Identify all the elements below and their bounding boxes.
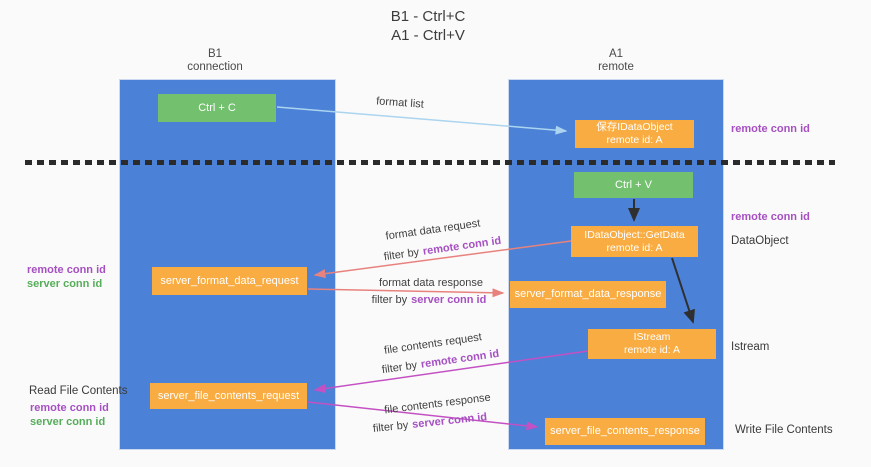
filter-by-text: filter by xyxy=(372,419,409,435)
ctrl-c-label: Ctrl + C xyxy=(198,101,236,114)
ctrl-c-box: Ctrl + C xyxy=(158,94,276,122)
format-request-conn-ids-annotation: remote conn id server conn id xyxy=(27,263,106,291)
ctrl-v-label: Ctrl + V xyxy=(615,178,652,191)
write-file-contents-annotation: Write File Contents xyxy=(735,424,833,436)
save-idataobject-box: 保存IDataObject remote id: A xyxy=(575,120,694,148)
istream-box: IStream remote id: A xyxy=(588,329,716,359)
right-column-header: A1 remote xyxy=(556,48,676,74)
ctrl-v-box: Ctrl + V xyxy=(574,172,693,198)
getdata-line1: IDataObject::GetData xyxy=(584,228,685,241)
remote-conn-id-text: remote conn id xyxy=(422,234,502,258)
format-data-response-arrow xyxy=(307,288,505,298)
idataobject-getdata-box: IDataObject::GetData remote id: A xyxy=(571,226,698,257)
server-format-data-response-box: server_format_data_response xyxy=(510,281,666,308)
left-column-name: B1 xyxy=(207,48,223,60)
server-file-contents-request-box: server_file_contents_request xyxy=(150,383,307,409)
left-column-subtitle: connection xyxy=(187,61,243,73)
istream-annotation: Istream xyxy=(731,341,770,353)
istream-line1: IStream xyxy=(633,331,671,343)
server-format-data-response-label: server_format_data_response xyxy=(514,288,662,300)
right-column-subtitle: remote xyxy=(598,61,634,73)
diagram-title: B1 - Ctrl+C A1 - Ctrl+V xyxy=(0,7,856,45)
server-conn-id-text: server conn id xyxy=(30,416,106,428)
server-format-data-request-label: server_format_data_request xyxy=(160,274,299,287)
istream-line2: remote id: A xyxy=(623,344,681,356)
filter-by-text: filter by xyxy=(383,246,420,264)
remote-conn-id-text: remote conn id xyxy=(30,402,109,414)
format-data-response-label: format data response xyxy=(379,277,483,289)
server-format-data-request-box: server_format_data_request xyxy=(152,267,307,295)
title-line-2: A1 - Ctrl+V xyxy=(391,27,465,44)
remote-conn-id-annotation-mid: remote conn id xyxy=(731,211,810,223)
save-idataobject-line1: 保存IDataObject xyxy=(596,121,673,133)
remote-conn-id-text: remote conn id xyxy=(420,347,500,371)
right-column-name: A1 xyxy=(608,48,624,60)
session-divider-dashed-line xyxy=(25,160,835,165)
server-file-contents-response-box: server_file_contents_response xyxy=(545,418,705,445)
server-file-contents-response-label: server_file_contents_response xyxy=(550,425,700,437)
title-line-1: B1 - Ctrl+C xyxy=(390,8,466,25)
filter-by-text: filter by xyxy=(381,359,418,377)
save-idataobject-line2: remote id: A xyxy=(606,134,663,146)
format-list-label: format list xyxy=(375,95,425,111)
remote-conn-id-text: remote conn id xyxy=(27,264,106,276)
server-conn-id-text: server conn id xyxy=(27,278,103,290)
getdata-line2: remote id: A xyxy=(606,241,663,254)
file-request-conn-ids-annotation: remote conn id server conn id xyxy=(30,401,109,429)
remote-conn-id-annotation-top: remote conn id xyxy=(731,123,810,135)
dataobject-annotation: DataObject xyxy=(731,235,789,247)
server-conn-id-text: server conn id xyxy=(411,411,488,431)
server-conn-id-text: server conn id xyxy=(411,294,487,306)
left-column-header: B1 connection xyxy=(155,48,275,74)
filter-by-text: filter by xyxy=(371,294,408,306)
read-file-contents-annotation: Read File Contents xyxy=(29,385,128,397)
server-file-contents-request-label: server_file_contents_request xyxy=(157,389,300,402)
